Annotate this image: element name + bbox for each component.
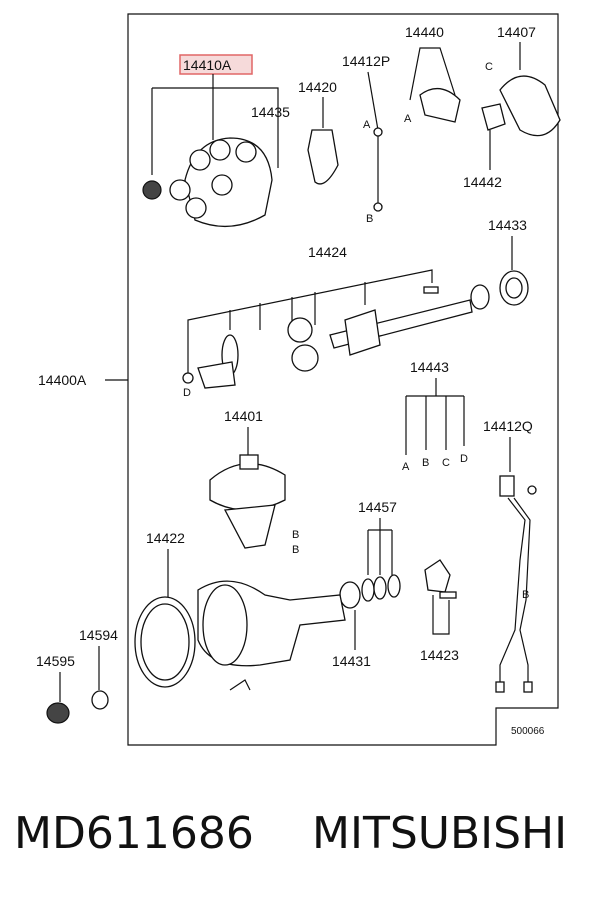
letter-a-14440: A <box>404 113 412 125</box>
bracket-14410A <box>152 87 279 168</box>
distributor-housing <box>197 580 346 691</box>
high-tension-lead <box>495 475 537 693</box>
breaker-plate <box>499 75 561 137</box>
letter-c-14443: C <box>442 457 450 469</box>
footer-caption: MD611686 MITSUBISHI <box>0 808 600 868</box>
label-14440[interactable]: 14440 <box>405 24 444 40</box>
vacuum-controller <box>209 454 286 549</box>
letter-b-14443: B <box>422 457 429 469</box>
label-14442[interactable]: 14442 <box>463 174 502 190</box>
diagram-id: 500066 <box>511 726 545 737</box>
label-14412Q[interactable]: 14412Q <box>483 418 533 434</box>
letter-b-14401-2: B <box>292 544 299 556</box>
label-14422[interactable]: 14422 <box>146 530 185 546</box>
label-14443[interactable]: 14443 <box>410 359 449 375</box>
brand-name: MITSUBISHI <box>312 808 568 859</box>
label-14423[interactable]: 14423 <box>420 647 459 663</box>
label-14400A[interactable]: 14400A <box>38 372 87 388</box>
letter-c-14407: C <box>485 61 493 73</box>
drive-gear <box>424 559 451 593</box>
o-ring <box>361 578 375 602</box>
letter-b-14401-1: B <box>292 529 299 541</box>
diagram-frame <box>127 13 559 746</box>
letter-b-14412Q: B <box>522 589 529 601</box>
exploded-parts-diagram: 14410A 14435 14420 14412P A B 14440 A 14… <box>36 13 561 746</box>
highlight-box-14410A <box>179 54 253 75</box>
label-14401[interactable]: 14401 <box>224 408 263 424</box>
igniter <box>419 88 461 123</box>
label-14435[interactable]: 14435 <box>251 104 290 120</box>
rotor <box>307 129 339 185</box>
letter-d-14424: D <box>183 387 191 399</box>
label-14410A[interactable]: 14410A <box>183 57 232 73</box>
grommet-14594 <box>91 690 109 710</box>
letter-d-14443: D <box>460 453 468 465</box>
label-14595[interactable]: 14595 <box>36 653 75 669</box>
label-14424[interactable]: 14424 <box>308 244 347 260</box>
letter-a-14443: A <box>402 461 410 473</box>
label-14407[interactable]: 14407 <box>497 24 536 40</box>
distributor-cap <box>142 137 273 228</box>
letter-b-14412P: B <box>366 213 373 225</box>
label-14420[interactable]: 14420 <box>298 79 337 95</box>
label-14412P[interactable]: 14412P <box>342 53 390 69</box>
label-14594[interactable]: 14594 <box>79 627 118 643</box>
bracket-14424 <box>187 269 433 375</box>
pickup-coil <box>481 103 506 131</box>
bushing-14595 <box>46 702 70 724</box>
label-14433[interactable]: 14433 <box>488 217 527 233</box>
part-number: MD611686 <box>14 808 254 859</box>
label-14457[interactable]: 14457 <box>358 499 397 515</box>
label-14431[interactable]: 14431 <box>332 653 371 669</box>
letter-a-14412P: A <box>363 119 371 131</box>
governor-shaft-assembly <box>182 286 473 389</box>
washer <box>470 284 490 310</box>
